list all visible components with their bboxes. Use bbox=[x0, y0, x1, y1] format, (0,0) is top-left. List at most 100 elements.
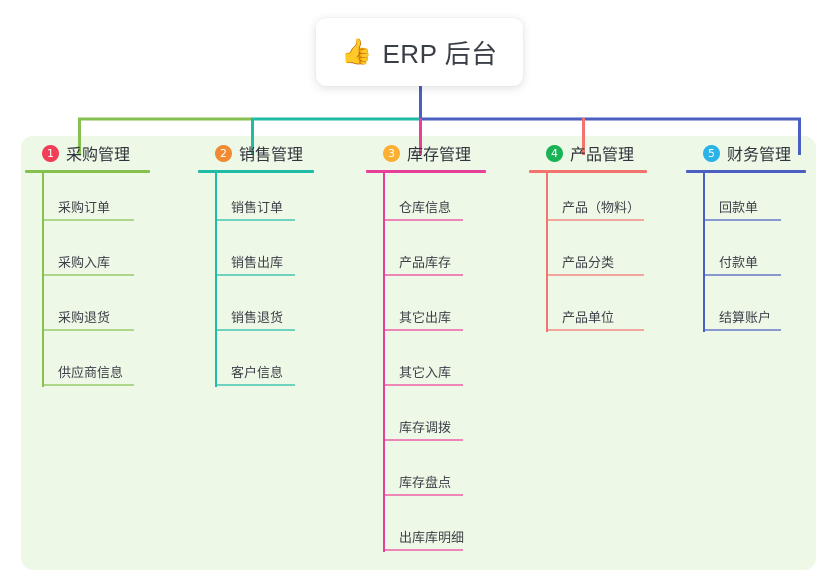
branch-item-label: 仓库信息 bbox=[399, 200, 452, 215]
branch-item-rule bbox=[703, 219, 781, 221]
branch-title: 财务管理 bbox=[727, 147, 792, 164]
branch-title: 产品管理 bbox=[570, 147, 635, 164]
branch-title: 采购管理 bbox=[66, 147, 131, 164]
branch-spine bbox=[546, 173, 548, 332]
branch-item-label: 采购退货 bbox=[58, 310, 111, 325]
branch-item-rule bbox=[703, 274, 781, 276]
branch-header[interactable]: 5 财务管理 bbox=[686, 136, 806, 170]
branch-item-rule bbox=[383, 439, 463, 441]
branch-item-label: 回款单 bbox=[719, 200, 759, 215]
branch-item-rule bbox=[546, 329, 644, 331]
branch-number-badge: 1 bbox=[42, 144, 59, 162]
branch-item[interactable]: 其它出库 bbox=[366, 283, 486, 338]
branch-item[interactable]: 产品库存 bbox=[366, 228, 486, 283]
branch-spine bbox=[703, 173, 705, 332]
branch-item[interactable]: 付款单 bbox=[686, 228, 806, 283]
branch-header-rule bbox=[686, 170, 806, 173]
branch-item-label: 供应商信息 bbox=[58, 365, 124, 380]
branch-item[interactable]: 销售出库 bbox=[198, 228, 314, 283]
branch-header-rule bbox=[366, 170, 486, 173]
branch-item-label: 客户信息 bbox=[231, 365, 284, 380]
branch-item[interactable]: 产品（物料） bbox=[529, 173, 647, 228]
branch-item-rule bbox=[383, 494, 463, 496]
branch-item-label: 库存盘点 bbox=[399, 475, 452, 490]
branch-item-rule bbox=[42, 274, 134, 276]
thumbs-up-icon: 👍 bbox=[341, 37, 373, 66]
branch-item-rule bbox=[703, 329, 781, 331]
branch-item-label: 销售退货 bbox=[231, 310, 284, 325]
branch-item-label: 销售订单 bbox=[231, 200, 284, 215]
branch-column: 1 采购管理采购订单采购入库采购退货供应商信息 bbox=[25, 136, 150, 393]
branch-item-label: 其它入库 bbox=[399, 365, 452, 380]
branch-item[interactable]: 仓库信息 bbox=[366, 173, 486, 228]
branch-item-label: 库存调拨 bbox=[399, 420, 452, 435]
branch-item-label: 其它出库 bbox=[399, 310, 452, 325]
branch-header[interactable]: 1 采购管理 bbox=[25, 136, 150, 170]
root-title: ERP 后台 bbox=[382, 38, 498, 69]
branch-item-rule bbox=[383, 549, 463, 551]
branch-column: 5 财务管理回款单付款单结算账户 bbox=[686, 136, 806, 338]
branch-spine bbox=[215, 173, 217, 387]
branch-item-rule bbox=[383, 384, 463, 386]
branch-number-badge: 3 bbox=[383, 144, 400, 162]
branch-header-rule bbox=[25, 170, 150, 173]
branch-number-badge: 4 bbox=[546, 144, 563, 162]
branch-header[interactable]: 4 产品管理 bbox=[529, 136, 647, 170]
branch-item[interactable]: 库存调拨 bbox=[366, 393, 486, 448]
branch-item-label: 产品单位 bbox=[562, 310, 615, 325]
branch-item[interactable]: 采购订单 bbox=[25, 173, 150, 228]
branch-items: 销售订单销售出库销售退货客户信息 bbox=[198, 173, 314, 393]
branch-items: 仓库信息产品库存其它出库其它入库库存调拨库存盘点出库库明细 bbox=[366, 173, 486, 558]
branch-spine bbox=[383, 173, 385, 552]
branch-item-label: 销售出库 bbox=[231, 255, 284, 270]
branch-item-rule bbox=[215, 219, 295, 221]
branch-item[interactable]: 回款单 bbox=[686, 173, 806, 228]
branch-item[interactable]: 产品单位 bbox=[529, 283, 647, 338]
branch-number-badge: 5 bbox=[703, 144, 720, 162]
branch-item[interactable]: 采购退货 bbox=[25, 283, 150, 338]
branch-item[interactable]: 客户信息 bbox=[198, 338, 314, 393]
branch-number-badge: 2 bbox=[215, 144, 232, 162]
branch-item-label: 产品库存 bbox=[399, 255, 452, 270]
branch-item[interactable]: 库存盘点 bbox=[366, 448, 486, 503]
branch-item-label: 产品分类 bbox=[562, 255, 615, 270]
branch-item[interactable]: 供应商信息 bbox=[25, 338, 150, 393]
branch-spine bbox=[42, 173, 44, 387]
branch-item-rule bbox=[546, 274, 644, 276]
branch-item-rule bbox=[215, 329, 295, 331]
branch-item-rule bbox=[383, 219, 463, 221]
branch-item[interactable]: 其它入库 bbox=[366, 338, 486, 393]
branch-item[interactable]: 产品分类 bbox=[529, 228, 647, 283]
branch-item-rule bbox=[215, 384, 295, 386]
branch-item[interactable]: 采购入库 bbox=[25, 228, 150, 283]
branches-panel bbox=[21, 136, 816, 570]
branch-title: 库存管理 bbox=[407, 147, 472, 164]
branch-header[interactable]: 3 库存管理 bbox=[366, 136, 486, 170]
branch-item-rule bbox=[42, 384, 134, 386]
branch-items: 产品（物料） 产品分类产品单位 bbox=[529, 173, 647, 338]
branch-item-rule bbox=[42, 329, 134, 331]
branch-header[interactable]: 2 销售管理 bbox=[198, 136, 314, 170]
branch-item[interactable]: 结算账户 bbox=[686, 283, 806, 338]
branch-title: 销售管理 bbox=[239, 147, 304, 164]
branch-item-rule bbox=[215, 274, 295, 276]
branch-item-label: 出库库明细 bbox=[399, 530, 465, 545]
root-node[interactable]: 👍 ERP 后台 bbox=[316, 18, 523, 86]
branch-column: 4 产品管理产品（物料） 产品分类产品单位 bbox=[529, 136, 647, 338]
branch-column: 3 库存管理仓库信息产品库存其它出库其它入库库存调拨库存盘点出库库明细 bbox=[366, 136, 486, 558]
branch-items: 回款单付款单结算账户 bbox=[686, 173, 806, 338]
branch-column: 2 销售管理销售订单销售出库销售退货客户信息 bbox=[198, 136, 314, 393]
branch-item-label: 采购订单 bbox=[58, 200, 111, 215]
branch-item-label: 产品（物料） bbox=[562, 200, 641, 215]
branch-item[interactable]: 销售订单 bbox=[198, 173, 314, 228]
branch-header-rule bbox=[198, 170, 314, 173]
branch-item-label: 采购入库 bbox=[58, 255, 111, 270]
branch-item-label: 付款单 bbox=[719, 255, 759, 270]
branch-item-rule bbox=[383, 274, 463, 276]
branch-item[interactable]: 销售退货 bbox=[198, 283, 314, 338]
branch-item-rule bbox=[383, 329, 463, 331]
branch-item-rule bbox=[42, 219, 134, 221]
branch-item-label: 结算账户 bbox=[719, 310, 772, 325]
branch-item[interactable]: 出库库明细 bbox=[366, 503, 486, 558]
